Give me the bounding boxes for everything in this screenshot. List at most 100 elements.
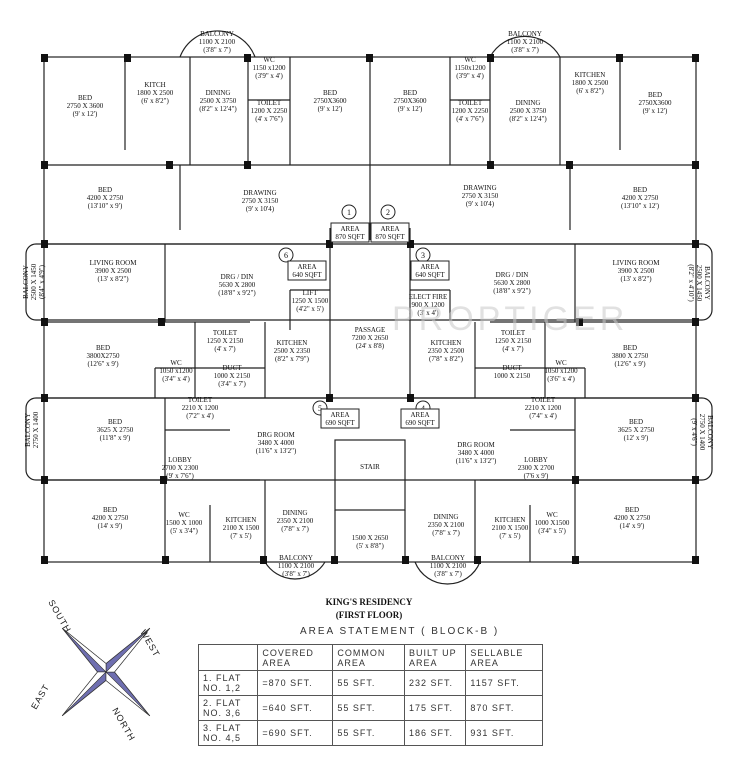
room-ft: (9' x 7'6")	[166, 472, 194, 480]
flat-number-circle	[278, 247, 294, 263]
room-dim: 1100 X 2100	[199, 38, 236, 46]
room-name: WC	[555, 359, 567, 367]
flat-number: 3	[421, 251, 425, 260]
table-cell: 870 SFT.	[465, 695, 543, 721]
room-ft: (7'6 x 9')	[524, 472, 549, 480]
plan-subtitle: (FIRST FLOOR)	[335, 610, 403, 620]
room-dim: 2210 X 1200	[182, 404, 219, 412]
room-dim: 2500 X 2350	[274, 347, 311, 355]
flat-number-circle	[380, 204, 396, 220]
room-dim: 1050 x1200	[159, 367, 193, 375]
balcony-arc-br	[414, 561, 481, 585]
room-name: LIVING ROOM	[90, 259, 138, 267]
room-ft: (5' x 3'4")	[170, 527, 198, 535]
room-dim: 3480 X 4000	[258, 439, 295, 447]
room-dim: 1100 X 2100	[430, 562, 467, 570]
room-dim: 3625 X 2750	[618, 426, 655, 434]
room-name: WC	[170, 359, 182, 367]
room-dim: 1500 X 1000	[166, 519, 203, 527]
area-tag-label: AREA	[340, 225, 359, 233]
room-name: DUCT	[502, 364, 522, 372]
room-ft: (3'6" x 4')	[547, 375, 575, 383]
room-ft: (8'2" x 4'10")	[687, 264, 695, 302]
room-dim: 1800 X 2500	[137, 89, 174, 97]
compass-rose: SOUTH WEST EAST NORTH	[29, 598, 162, 743]
area-tag-box	[410, 260, 450, 281]
room-ft: (8'2" x 12'4")	[509, 115, 547, 123]
room-name: KITCHEN	[277, 339, 308, 347]
stair-box	[334, 439, 406, 511]
table-cell: =690 SFT.	[257, 720, 334, 746]
room-dim: 1150 x1200	[253, 64, 286, 72]
room-ft: (8'2" x 12'4")	[199, 105, 237, 113]
table-cell: 55 SFT.	[332, 720, 405, 746]
room-ft: (4' x 7'6")	[255, 115, 283, 123]
room-ft: (18'8" x 9'2")	[218, 289, 256, 297]
watermark: PROPTIGER	[392, 300, 629, 338]
room-name: BED	[96, 344, 110, 352]
table-cell: =640 SFT.	[257, 695, 334, 721]
room-name: BALCONY	[200, 30, 234, 38]
room-ft: (13'10" x 12')	[621, 202, 660, 210]
balcony-arc-tl	[179, 30, 256, 58]
room-ft: (9' x 12')	[73, 110, 98, 118]
room-name: DRG ROOM	[457, 441, 495, 449]
room-name: BALCONY	[24, 413, 32, 447]
room-dim: 2100 X 1500	[223, 524, 260, 532]
room-ft: (7'8" x 8'2")	[429, 355, 464, 363]
room-name: BALCONY	[703, 266, 711, 300]
room-name: KITCHEN	[575, 71, 606, 79]
room-ft: (11'8" x 9')	[100, 434, 131, 442]
room-name: BALCONY	[706, 415, 714, 449]
area-tag-label: AREA	[410, 411, 429, 419]
room-name: TOILET	[188, 396, 213, 404]
table-cell: 931 SFT.	[465, 720, 543, 746]
room-name: TOILET	[257, 99, 282, 107]
flat-number: 1	[347, 208, 351, 217]
compass-west: WEST	[138, 628, 162, 659]
room-name: BED	[403, 89, 417, 97]
room-dim: 1250 X 1500	[292, 297, 329, 305]
room-name: KITCHEN	[495, 516, 526, 524]
area-statement-title: AREA STATEMENT ( BLOCK-B )	[300, 626, 500, 637]
room-name: BALCONY	[431, 554, 465, 562]
room-dim: 4200 X 2750	[614, 514, 651, 522]
room-name: BED	[648, 91, 662, 99]
room-name: DINING	[206, 89, 231, 97]
room-dim: 4200 X 2750	[622, 194, 659, 202]
room-name: WC	[546, 511, 558, 519]
area-tag-value: 640 SQFT	[415, 271, 445, 279]
room-name: DINING	[434, 513, 459, 521]
room-dim: 3800X2750	[86, 352, 120, 360]
room-name: DRAWING	[463, 184, 496, 192]
room-name: DINING	[283, 509, 308, 517]
compass-south: SOUTH	[46, 598, 73, 635]
area-tag-value: 690 SQFT	[325, 419, 355, 427]
room-ft: (13' x 8'2")	[97, 275, 129, 283]
room-dim: 1100 X 2100	[507, 38, 544, 46]
room-name: BED	[108, 418, 122, 426]
room-ft: (5' x 8'8")	[356, 542, 384, 550]
